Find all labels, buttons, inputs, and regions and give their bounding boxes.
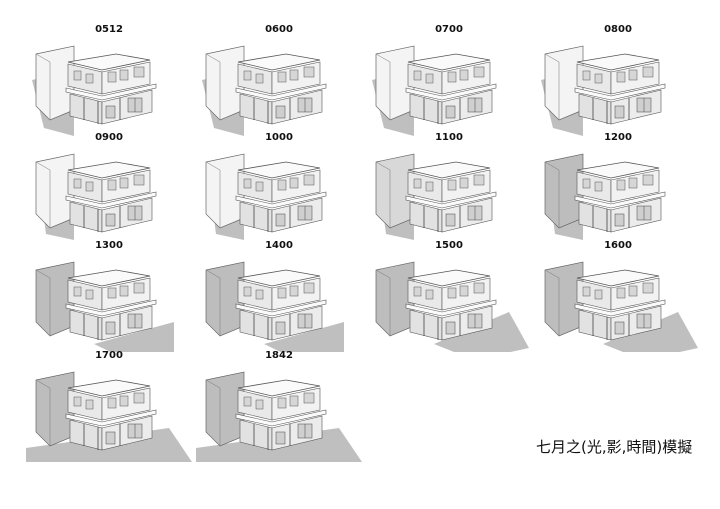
frame-time-label: 0700	[435, 24, 463, 35]
side-wall	[544, 45, 584, 121]
balcony-slab	[65, 409, 157, 427]
roof	[237, 269, 321, 287]
house-model-drawing	[544, 153, 666, 240]
roof	[237, 53, 321, 71]
house-model-drawing	[196, 371, 362, 462]
roof	[407, 53, 491, 71]
frame-time-label: 0800	[604, 24, 632, 35]
caption: 七月之(光,影,時間)模擬	[536, 438, 693, 456]
shadow-frame: 0512	[24, 24, 194, 136]
side-wall	[375, 261, 415, 337]
frame-time-label: 1200	[604, 132, 632, 143]
balcony-slab	[65, 299, 157, 317]
shadow-frame: 1500	[364, 240, 534, 352]
side-wall	[205, 45, 245, 121]
house-model-drawing	[541, 45, 666, 136]
side-wall	[35, 153, 75, 229]
side-wall	[544, 261, 584, 337]
shadow-frame: 1200	[533, 132, 703, 244]
side-wall	[35, 261, 75, 337]
house-model-drawing	[544, 261, 698, 352]
balcony-slab	[235, 191, 327, 209]
shadow-frame: 0700	[364, 24, 534, 136]
house-model-drawing	[32, 45, 157, 136]
roof	[67, 161, 151, 179]
side-wall	[205, 153, 245, 229]
side-wall	[35, 371, 75, 447]
side-wall	[375, 45, 415, 121]
frame-time-label: 1100	[435, 132, 463, 143]
roof	[576, 53, 660, 71]
side-wall	[205, 261, 245, 337]
cast-shadow	[434, 312, 529, 352]
side-wall	[375, 153, 415, 229]
shadow-frame: 0900	[24, 132, 194, 244]
frame-time-label: 0600	[265, 24, 293, 35]
frame-time-label: 0900	[95, 132, 123, 143]
roof	[576, 269, 660, 287]
balcony-slab	[405, 299, 497, 317]
balcony-slab	[405, 191, 497, 209]
roof	[67, 379, 151, 397]
shadow-frame: 1000	[194, 132, 364, 244]
balcony-slab	[574, 191, 666, 209]
balcony-slab	[405, 83, 497, 101]
house-model-drawing	[26, 371, 192, 462]
cast-shadow	[264, 322, 344, 352]
shadow-frame: 0800	[533, 24, 703, 136]
balcony-slab	[235, 299, 327, 317]
frame-time-label: 1400	[265, 240, 293, 251]
frame-time-label: 1000	[265, 132, 293, 143]
shadow-frame: 1400	[194, 240, 364, 352]
side-wall	[544, 153, 584, 229]
roof	[576, 161, 660, 179]
house-model-drawing	[35, 153, 157, 240]
shadow-frame: 1842	[194, 350, 364, 462]
house-model-drawing	[205, 261, 344, 352]
frame-time-label: 1300	[95, 240, 123, 251]
side-wall	[35, 45, 75, 121]
house-model-drawing	[35, 261, 174, 352]
shadow-frame: 1600	[533, 240, 703, 352]
roof	[237, 379, 321, 397]
side-wall	[205, 371, 245, 447]
shadow-frame: 1100	[364, 132, 534, 244]
roof	[237, 161, 321, 179]
house-model-drawing	[375, 153, 497, 240]
frame-time-label: 1842	[265, 350, 293, 361]
frame-time-label: 1600	[604, 240, 632, 251]
cast-shadow	[603, 312, 698, 352]
frame-time-label: 0512	[95, 24, 123, 35]
balcony-slab	[574, 299, 666, 317]
shadow-frame: 0600	[194, 24, 364, 136]
balcony-slab	[65, 83, 157, 101]
roof	[407, 269, 491, 287]
house-model-drawing	[375, 261, 529, 352]
balcony-slab	[574, 83, 666, 101]
house-model-drawing	[202, 45, 327, 136]
balcony-slab	[235, 83, 327, 101]
house-model-drawing	[372, 45, 497, 136]
shadow-frame: 1300	[24, 240, 194, 352]
roof	[67, 53, 151, 71]
balcony-slab	[65, 191, 157, 209]
frame-time-label: 1700	[95, 350, 123, 361]
roof	[407, 161, 491, 179]
house-model-drawing	[205, 153, 327, 240]
frame-time-label: 1500	[435, 240, 463, 251]
shadow-frame: 1700	[24, 350, 194, 462]
cast-shadow	[94, 322, 174, 352]
roof	[67, 269, 151, 287]
balcony-slab	[235, 409, 327, 427]
